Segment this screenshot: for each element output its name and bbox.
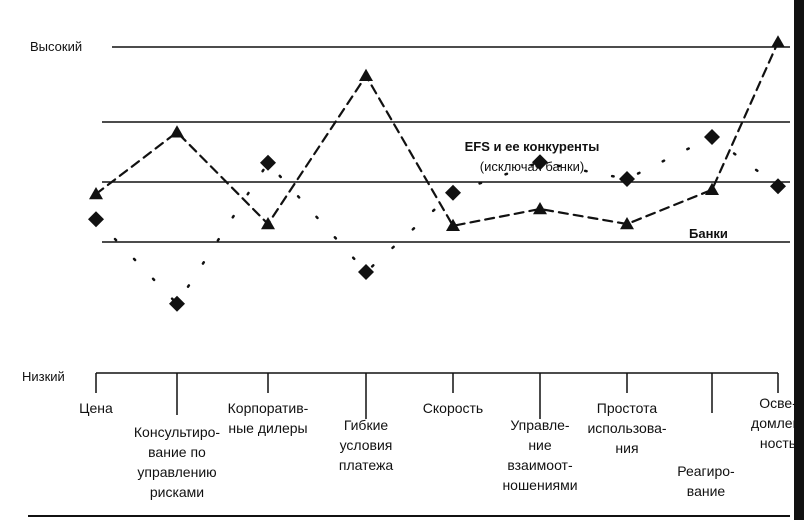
category-label: Управле- (510, 417, 569, 433)
category-label: рисками (150, 484, 204, 500)
level-labels: Высокий Низкий (22, 39, 82, 384)
category-label: ность (760, 435, 796, 451)
category-label: вание (687, 483, 726, 499)
triangle-marker (620, 217, 634, 230)
category-label: использова- (587, 420, 666, 436)
category-label: вание по (148, 444, 206, 460)
triangle-marker (261, 217, 275, 230)
category-label: ношениями (502, 477, 577, 493)
series-line-1 (94, 135, 780, 306)
annotations: EFS и ее конкуренты (исключая банки) Банки (465, 139, 728, 241)
category-label: Корпоратив- (228, 400, 309, 416)
category-axis (95, 372, 779, 419)
category-label: Скорость (423, 400, 483, 416)
level-label-low: Низкий (22, 369, 65, 384)
category-label: ные дилеры (228, 420, 307, 436)
scan-edge (794, 0, 804, 520)
triangle-marker (89, 187, 103, 200)
category-label: Осве- (759, 395, 797, 411)
series-line-0 (94, 41, 780, 228)
diamond-marker (619, 171, 635, 187)
category-label: Реагиро- (677, 463, 735, 479)
category-label: ния (615, 440, 638, 456)
annotation-competitors: EFS и ее конкуренты (465, 139, 600, 154)
diamond-marker (358, 264, 374, 280)
annotation-banks: Банки (689, 226, 728, 241)
category-label: Цена (79, 400, 113, 416)
level-label-high: Высокий (30, 39, 82, 54)
triangle-marker (170, 125, 184, 138)
category-label: условия (340, 437, 393, 453)
category-label: ние (528, 437, 552, 453)
diamond-marker (532, 154, 548, 171)
category-label: платежа (339, 457, 393, 473)
series (88, 35, 786, 312)
gridlines (102, 46, 790, 243)
category-label: домлен- (751, 415, 804, 431)
diamond-marker (770, 178, 786, 195)
diamond-marker (704, 129, 720, 145)
category-label: взаимоот- (507, 457, 573, 473)
diamond-marker (88, 211, 104, 228)
category-label: управлению (137, 464, 216, 480)
diamond-marker (445, 184, 461, 201)
category-label: Консультиро- (134, 424, 221, 440)
category-label: Простота (597, 400, 658, 416)
diamond-marker (169, 295, 185, 312)
triangle-marker (446, 218, 460, 232)
category-label: Гибкие (344, 417, 389, 433)
triangle-marker (359, 68, 373, 82)
triangle-marker (771, 35, 785, 48)
diamond-marker (260, 154, 276, 171)
triangle-marker (533, 202, 547, 215)
annotation-competitors-note: (исключая банки) (480, 159, 584, 174)
triangle-marker (705, 182, 719, 196)
